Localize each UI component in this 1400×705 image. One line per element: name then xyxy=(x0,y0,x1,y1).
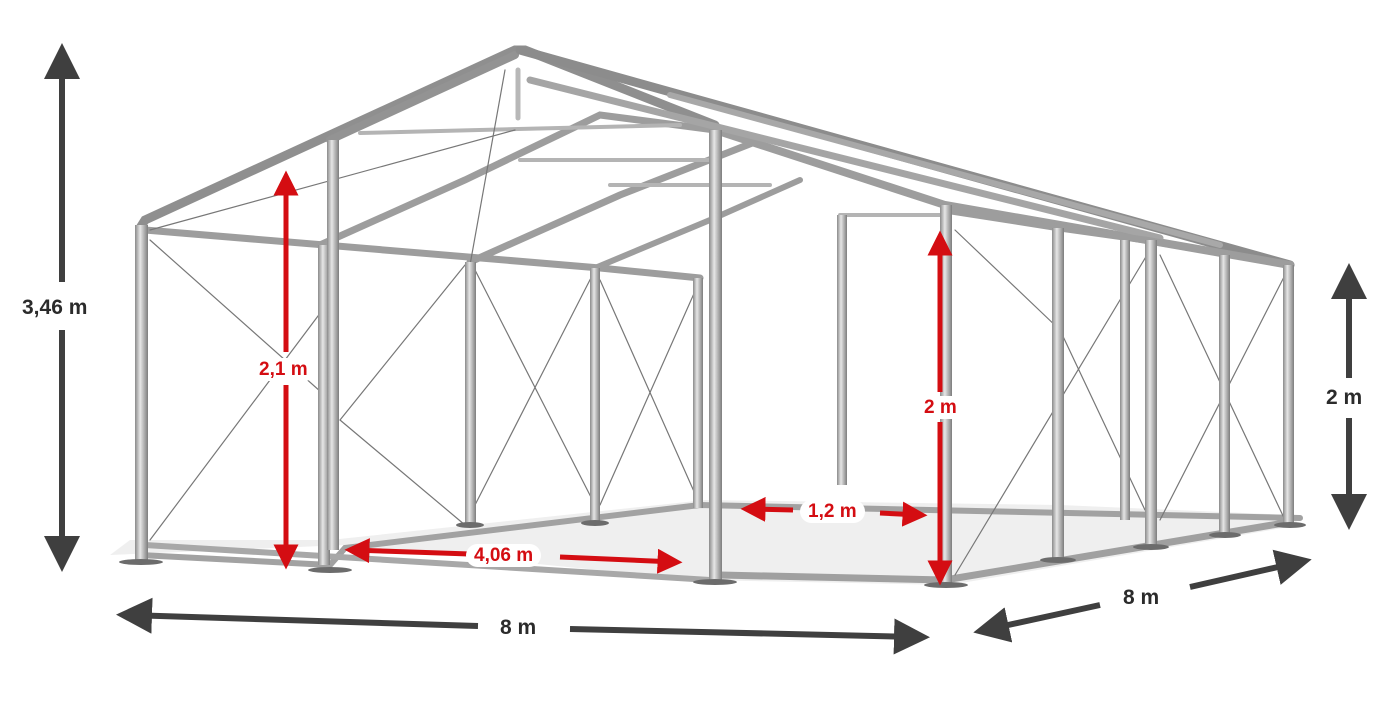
width-arrow-right xyxy=(569,618,930,655)
total-height-label: 3,46 m xyxy=(14,295,96,320)
dimension-arrows-red xyxy=(273,170,953,586)
entrance-width-label: 4,06 m xyxy=(466,544,542,567)
frame-poles xyxy=(119,130,1306,588)
entrance-width-arrow-right xyxy=(559,548,683,574)
width-arrow-left xyxy=(116,597,479,634)
length-label: 8 m xyxy=(1115,585,1168,610)
floor-shadow xyxy=(110,500,1300,585)
length-arrow-right xyxy=(1189,549,1312,590)
door-width-arrow-left xyxy=(740,496,794,522)
door-width-arrow-right xyxy=(879,501,928,527)
door-height-label: 2 m xyxy=(916,396,965,419)
width-label: 8 m xyxy=(492,615,545,640)
entrance-height-label: 2,1 m xyxy=(251,358,316,381)
length-arrow-left xyxy=(973,602,1101,643)
door-width-label: 1,2 m xyxy=(800,500,865,523)
side-height-label: 2 m xyxy=(1318,385,1371,410)
dimension-arrows-dark xyxy=(44,43,1367,655)
entrance-width-arrow-left xyxy=(344,538,471,564)
